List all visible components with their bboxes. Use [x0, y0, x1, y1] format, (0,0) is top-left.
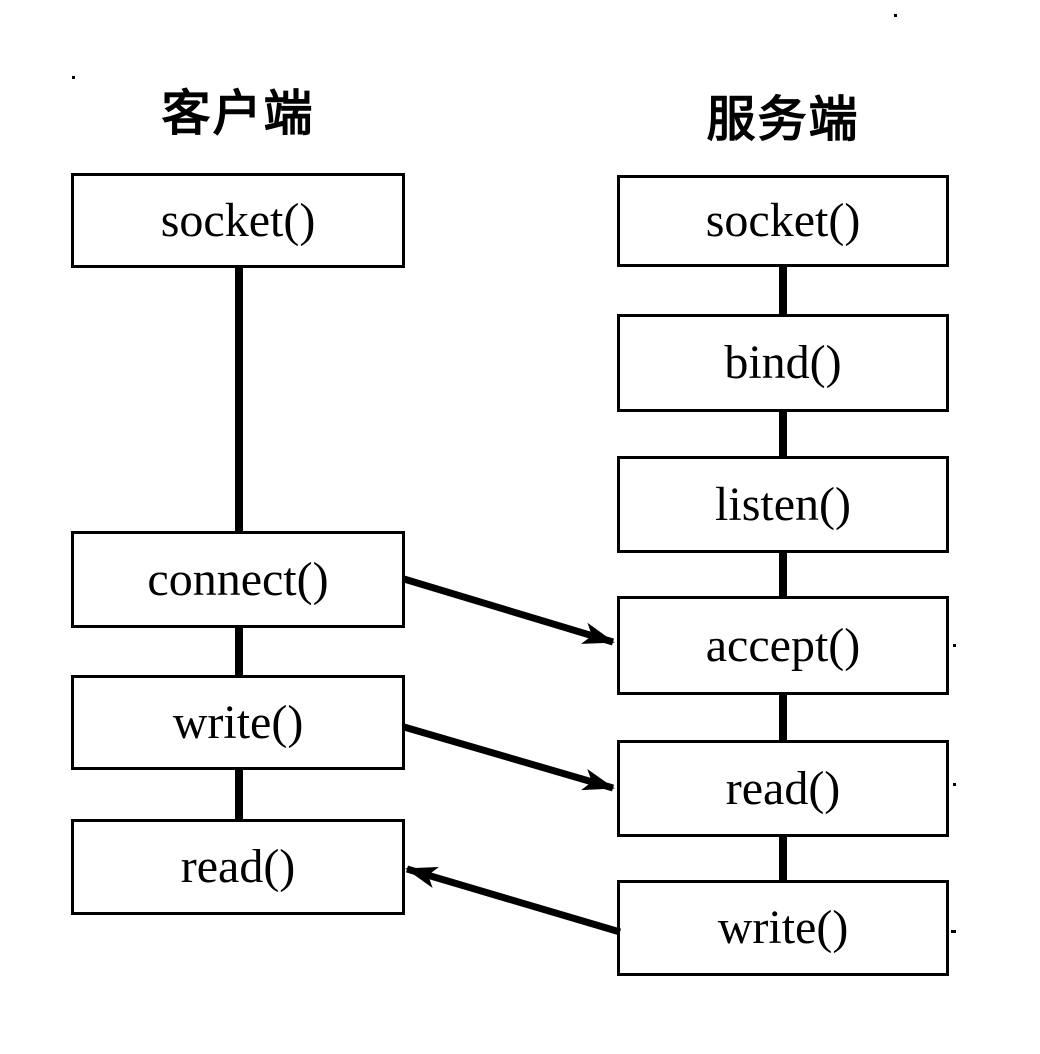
server-connector-socket-bind [779, 265, 787, 316]
client-connector-write-read [235, 768, 243, 821]
server-node-accept: accept() [617, 596, 949, 695]
server-node-read: read() [617, 740, 949, 837]
client-column-title: 客户端 [161, 87, 315, 141]
client-node-connect: connect() [71, 531, 405, 628]
speck-right-accept [953, 644, 956, 647]
server-column-title: 服务端 [706, 93, 860, 147]
arrow-serverwrite-to-clientread [405, 865, 621, 936]
server-node-socket: socket() [617, 175, 949, 267]
server-connector-accept-read [779, 693, 787, 742]
client-node-read: read() [71, 819, 405, 915]
server-connector-bind-listen [779, 410, 787, 458]
speck-right-write [951, 930, 956, 933]
client-connector-connect-write [235, 626, 243, 677]
speck-top-left [72, 76, 75, 79]
speck-top-right [894, 14, 897, 17]
server-node-bind: bind() [617, 314, 949, 412]
client-connector-socket-connect [235, 266, 243, 533]
client-node-write: write() [71, 675, 405, 770]
server-node-write: write() [617, 880, 949, 976]
server-node-listen: listen() [617, 456, 949, 553]
client-node-socket: socket() [71, 173, 405, 268]
arrow-write-to-read [403, 723, 615, 792]
server-connector-listen-accept [779, 551, 787, 598]
speck-right-read [953, 783, 956, 786]
arrow-connect-to-accept [402, 575, 615, 646]
server-connector-read-write [779, 835, 787, 882]
